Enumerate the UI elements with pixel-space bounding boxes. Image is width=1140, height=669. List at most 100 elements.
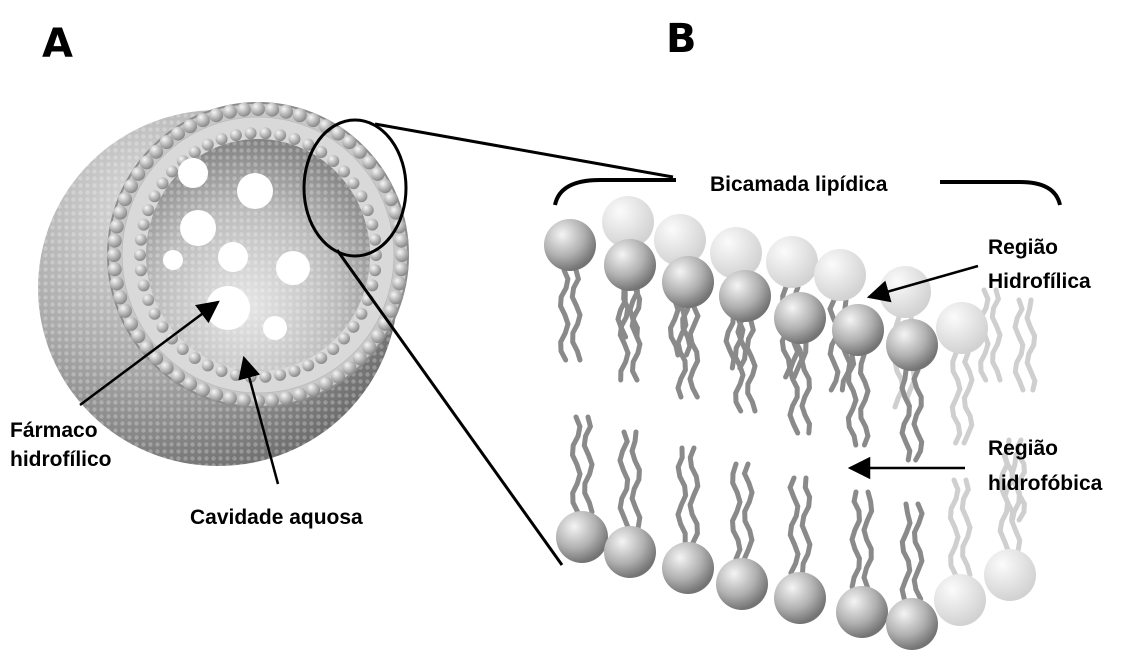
outer-head-bead (395, 248, 409, 262)
inner-head-bead (138, 279, 150, 291)
lipid-head (832, 304, 884, 356)
inner-head-bead (202, 359, 214, 371)
lipid-head (556, 511, 608, 563)
inner-head-bead (259, 371, 271, 383)
outer-head-bead (279, 391, 293, 405)
inner-head-bead (288, 365, 300, 377)
outer-head-bead (223, 105, 237, 119)
outer-head-bead (279, 105, 293, 119)
inner-head-bead (202, 139, 214, 151)
inner-head-bead (216, 133, 228, 145)
lipid-tail (733, 464, 741, 559)
label-hidrofilica-line1: Região (988, 236, 1058, 259)
lipid-tail (1027, 300, 1035, 390)
panel-label-b: B (666, 16, 697, 62)
label-cavidade: Cavidade aquosa (190, 506, 363, 529)
drug-particle (218, 242, 248, 272)
outer-head-bead (124, 317, 138, 331)
outer-head-bead (209, 388, 223, 402)
outer-head-bead (140, 155, 154, 169)
lipid-head (766, 236, 818, 288)
lipid-tail (962, 480, 970, 575)
inner-head-bead (327, 155, 339, 167)
inner-head-bead (177, 343, 189, 355)
inner-head-bead (166, 165, 178, 177)
lipid-head (814, 249, 866, 301)
outer-head-bead (362, 155, 376, 169)
outer-head-bead (196, 383, 210, 397)
inner-head-bead (135, 234, 147, 246)
lipid-tail (902, 370, 910, 460)
outer-head-bead (171, 127, 185, 141)
outer-head-bead (319, 377, 333, 391)
outer-head-bead (160, 135, 174, 149)
outer-head-bead (362, 341, 376, 355)
inner-head-bead (245, 127, 257, 139)
inner-head-bead (259, 127, 271, 139)
lipid-tail (861, 355, 869, 445)
outer-head-bead (118, 192, 132, 206)
lipid-tail (802, 478, 810, 573)
outer-head-bead (331, 369, 345, 383)
outer-head-bead (149, 145, 163, 159)
lipid-tail (790, 478, 798, 573)
outer-head-bead (196, 113, 210, 127)
inner-head-bead (355, 190, 367, 202)
inner-head-bead (366, 279, 378, 291)
lipid-tail (744, 464, 752, 559)
inner-head-bead (369, 234, 381, 246)
outer-head-bead (108, 234, 122, 248)
lipid-tail (864, 492, 872, 587)
inner-head-bead (274, 369, 286, 381)
label-bicamada: Bicamada lipídica (710, 173, 888, 196)
lipid-tail (1015, 300, 1023, 390)
outer-head-bead (108, 262, 122, 276)
outer-head-bead (371, 167, 385, 181)
inner-head-bead (149, 308, 161, 320)
drug-particle (180, 210, 216, 246)
lipid-head (544, 219, 596, 271)
outer-head-bead (131, 167, 145, 181)
lipid-head (984, 549, 1036, 601)
label-hidrofobica-line2: hidrofóbica (988, 472, 1103, 495)
drug-particle (178, 158, 208, 188)
inner-head-bead (347, 321, 359, 333)
inner-head-bead (355, 308, 367, 320)
lipid-head (774, 572, 826, 624)
inner-head-bead (142, 204, 154, 216)
lipid-head (774, 292, 826, 344)
lipid-tail (790, 343, 798, 433)
lipid-tail (852, 492, 859, 587)
lipid-head (604, 526, 656, 578)
outer-head-bead (392, 276, 406, 290)
drug-particle (276, 251, 310, 285)
outer-head-bead (237, 103, 251, 117)
lipid-bilayer (544, 196, 1036, 650)
lipid-tail (951, 480, 959, 575)
lipid-tail (690, 448, 698, 543)
inner-head-bead (362, 204, 374, 216)
outer-head-bead (237, 393, 251, 407)
lipid-tail (902, 504, 910, 599)
inner-head-bead (366, 219, 378, 231)
lipid-tail (632, 432, 640, 527)
label-farmaco-line1: Fármaco (10, 419, 98, 442)
inner-head-bead (315, 146, 327, 158)
outer-head-bead (293, 108, 307, 122)
inner-head-bead (138, 219, 150, 231)
label-hidrofilica-line2: Hidrofílica (988, 270, 1091, 293)
inner-head-bead (189, 352, 201, 364)
inner-head-bead (230, 369, 242, 381)
lipid-head (836, 586, 888, 638)
inner-head-bead (338, 333, 350, 345)
lipid-tail (964, 353, 972, 443)
outer-head-bead (342, 135, 356, 149)
lipid-tail (747, 321, 755, 411)
lipid-tail (620, 432, 628, 527)
inner-head-bead (157, 321, 169, 333)
drug-particle (237, 173, 273, 209)
outer-head-bead (331, 127, 345, 141)
inner-head-bead (157, 177, 169, 189)
outer-head-bead (110, 276, 124, 290)
lipid-tail (802, 343, 810, 433)
